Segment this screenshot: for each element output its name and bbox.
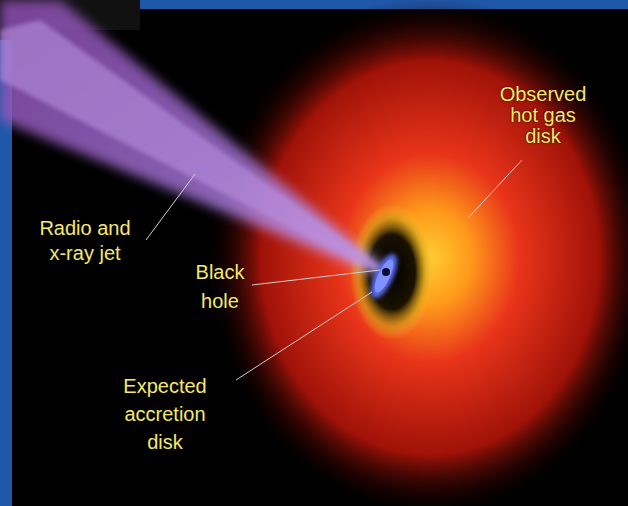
black-hole bbox=[382, 268, 390, 276]
accretion-disk-core bbox=[371, 257, 397, 295]
leader-line bbox=[468, 160, 522, 218]
leader-line bbox=[252, 270, 380, 285]
leader-lines bbox=[146, 160, 522, 380]
callout-label: Black hole bbox=[190, 258, 250, 316]
callout-label: Expected accretion disk bbox=[115, 372, 215, 456]
accretion-disk bbox=[366, 250, 403, 301]
callout-label: Observed hot gas disk bbox=[493, 84, 593, 147]
jet bbox=[0, 0, 385, 274]
leader-line bbox=[236, 292, 372, 380]
jet-core bbox=[0, 20, 383, 272]
leader-line bbox=[146, 174, 195, 240]
callout-label: Radio and x-ray jet bbox=[30, 216, 140, 266]
hot-gas-disk bbox=[205, 0, 628, 506]
